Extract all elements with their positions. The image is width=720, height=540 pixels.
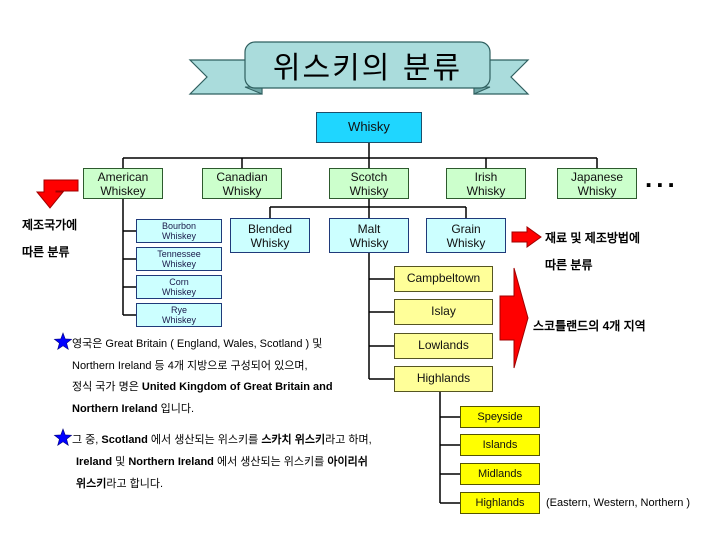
right-arrow-icon [511,226,542,248]
note-text-bold: Northern Ireland [72,403,158,415]
note-1-line-1: 영국은 Great Britain ( England, Wales, Scot… [72,337,322,351]
node-corn-whiskey: Corn Whiskey [136,275,222,299]
node-whisky-root: Whisky [316,112,422,143]
node-label-line: Japanese [570,169,624,184]
note-text-bold: 아이리쉬 [327,456,368,468]
more-indicator: ... [645,163,679,193]
note-2-line-3: 위스키라고 합니다. [76,477,163,491]
node-highlands-sub: Highlands [460,492,540,514]
node-label-line: Whiskey [161,231,196,241]
highlands-directions-note: (Eastern, Western, Northern ) [546,497,691,509]
node-scotch-whisky: Scotch Whisky [329,168,409,199]
node-campbeltown: Campbeltown [394,266,493,292]
node-canadian-whisky: Canadian Whisky [202,168,282,199]
node-label-line: Whisky [466,183,506,198]
star-icon [53,332,73,350]
note-text: 정식 국가 명은 [72,381,142,393]
node-label-line: Irish [474,169,498,184]
note-text-bold: Scotland [101,434,148,446]
node-label-line: Whiskey [161,259,196,269]
note-text: 라고 합니다. [106,478,164,490]
large-right-arrow-icon [499,267,529,369]
node-grain-whisky: Grain Whisky [426,218,506,253]
node-label-line: Grain [451,221,481,236]
note-text-bold: United Kingdom of Great Britain and [141,381,333,393]
node-rye-whiskey: Rye Whiskey [136,303,222,327]
note-text-bold: 스카치 위스키 [261,434,326,446]
node-label-line: Whiskey [161,287,196,297]
note-2-line-2: Ireland 및 Northern Ireland 에서 생산되는 위스키를 … [76,455,368,469]
note-text-bold: Ireland [76,456,113,468]
node-label-line: Malt [357,221,381,236]
note-text: Northern Ireland 등 4개 지방으로 구성되어 있으며, [72,360,308,372]
node-irish-whisky: Irish Whisky [446,168,526,199]
node-label-line: Corn [169,277,189,287]
node-label-line: Whiskey [100,183,146,198]
node-label-line: Bourbon [161,221,197,231]
note-text: 그 중, [72,434,102,446]
method-classification-label: 따른 분류 [545,258,593,272]
note-text-bold: Northern Ireland [128,456,214,468]
node-blended-whisky: Blended Whisky [230,218,310,253]
node-label-line: American [97,169,149,184]
node-label-line: Whisky [446,235,486,250]
note-text: 및 [112,456,129,468]
note-text: 에서 생산되는 위스키를 [213,456,328,468]
node-american-whiskey: American Whiskey [83,168,163,199]
star-icon [53,428,73,446]
note-text: 에서 생산되는 위스키를 [147,434,262,446]
title-ribbon [188,41,530,95]
node-islands: Islands [460,434,540,456]
bent-down-arrow-icon [35,179,79,209]
note-1-line-3: 정식 국가 명은 United Kingdom of Great Britain… [72,380,333,394]
note-text: 라고 하며, [325,434,372,446]
connectors [122,143,598,504]
note-2-line-1: 그 중, Scotland 에서 생산되는 위스키를 스카치 위스키라고 하며, [72,433,372,447]
node-bourbon-whiskey: Bourbon Whiskey [136,219,222,243]
note-1-line-4: Northern Ireland 입니다. [72,402,194,416]
node-label-line: Scotch [350,169,388,184]
node-japanese-whisky: Japanese Whisky [557,168,637,199]
note-text-bold: 위스키 [76,478,107,490]
node-label-line: Rye [170,305,187,315]
ribbon-center-panel [244,41,491,89]
node-islay: Islay [394,299,493,325]
node-malt-whisky: Malt Whisky [329,218,409,253]
country-classification-label: 제조국가에 [22,218,78,232]
node-label-line: Canadian [216,169,268,184]
note-1-line-2: Northern Ireland 등 4개 지방으로 구성되어 있으며, [72,359,308,373]
node-midlands: Midlands [460,463,540,485]
node-label-line: Whiskey [161,315,196,325]
country-classification-label: 따른 분류 [22,245,70,259]
method-classification-label: 재료 및 제조방법에 [545,231,640,245]
node-lowlands: Lowlands [394,333,493,359]
note-text: 영국은 Great Britain ( England, Wales, Scot… [72,338,323,350]
node-highlands: Highlands [394,366,493,392]
node-label-line: Whisky [349,183,389,198]
note-text: 입니다. [157,403,195,415]
node-label-line: Whisky [250,235,290,250]
node-label-line: Whisky [222,183,262,198]
node-label-line: Whisky [349,235,389,250]
node-speyside: Speyside [460,406,540,428]
page-title: 위스키의 분류 [272,51,463,86]
node-tennessee-whiskey: Tennessee Whiskey [136,247,222,271]
node-label-line: Blended [247,221,293,236]
scotland-regions-label: 스코틀랜드의 4개 지역 [533,319,646,333]
node-label-line: Tennessee [157,249,201,259]
node-label-line: Whisky [577,183,617,198]
